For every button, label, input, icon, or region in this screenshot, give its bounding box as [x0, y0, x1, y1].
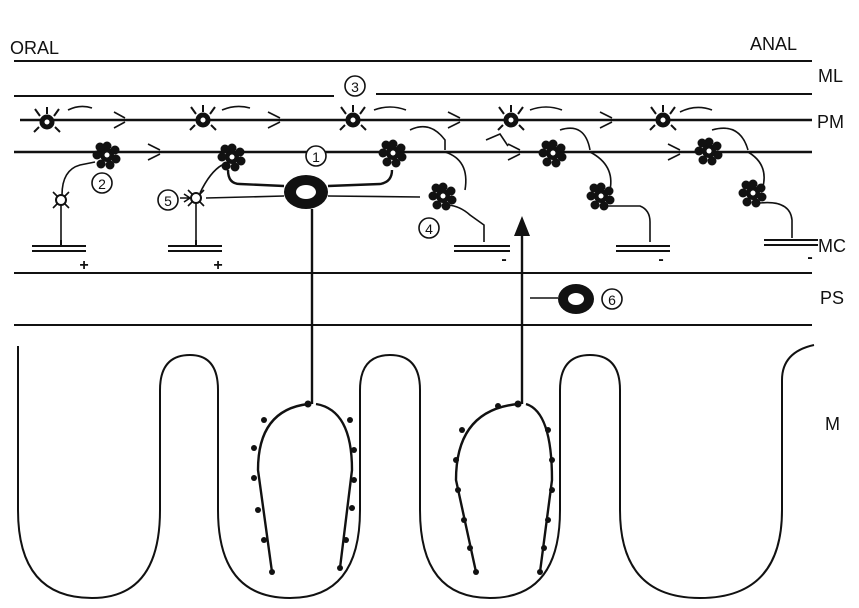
- marker-2: 2: [92, 173, 112, 193]
- svg-text:2: 2: [98, 176, 106, 192]
- sensory-endings: [251, 401, 555, 576]
- label-oral: ORAL: [10, 38, 59, 58]
- sign-minus-3: -: [807, 249, 812, 266]
- excitatory-motor-neurons: [53, 162, 222, 240]
- marker-4: 4: [419, 218, 439, 238]
- layer-lines: [14, 61, 812, 325]
- svg-text:6: 6: [608, 292, 616, 308]
- label-pm: PM: [817, 112, 844, 132]
- label-anal: ANAL: [750, 34, 797, 54]
- sign-plus-2: +: [213, 257, 222, 274]
- marker-3: 3: [345, 76, 365, 96]
- svg-text:4: 4: [425, 221, 433, 237]
- marker-5: 5: [158, 190, 178, 210]
- submucous-neuron: [530, 284, 594, 314]
- myenteric-fibres: [14, 106, 812, 190]
- sign-minus-1: -: [501, 251, 506, 268]
- svg-text:1: 1: [312, 149, 320, 165]
- ascending-interneurons: [34, 105, 676, 132]
- mucosa-outline: [18, 345, 814, 598]
- label-ps: PS: [820, 288, 844, 308]
- label-ml: ML: [818, 66, 843, 86]
- svg-text:3: 3: [351, 79, 359, 95]
- marker-6: 6: [602, 289, 622, 309]
- sensory-neuron: [206, 170, 420, 572]
- svg-text:5: 5: [164, 193, 172, 209]
- label-mc: MC: [818, 236, 846, 256]
- afferent-arrow: [456, 216, 552, 572]
- label-m: M: [825, 414, 840, 434]
- sign-plus-1: +: [79, 257, 88, 274]
- marker-1: 1: [306, 146, 326, 166]
- sign-minus-2: -: [658, 251, 663, 268]
